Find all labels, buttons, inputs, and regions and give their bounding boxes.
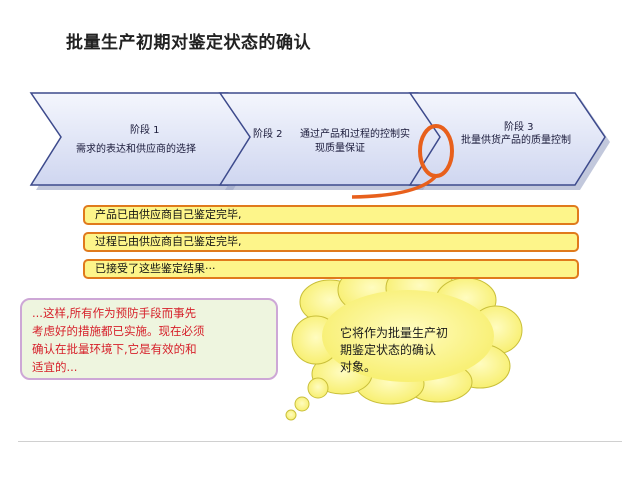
thought-bubble-dots	[285, 377, 329, 421]
note-line-3: 确认在批量环境下,它是有效的和	[32, 342, 197, 356]
page-title: 批量生产初期对鉴定状态的确认	[66, 33, 311, 53]
stage-2-description-line2: 现质量保证	[315, 143, 365, 154]
note-line-1: ...这样,所有作为预防手段而事先	[32, 306, 197, 320]
stage-1-label: 阶段 1	[130, 125, 160, 136]
highlight-marker	[351, 124, 454, 199]
cloud-line-3: 对象。	[340, 360, 377, 374]
stage-2-label: 阶段 2	[253, 129, 283, 140]
note-line-4: 适宜的...	[32, 360, 78, 374]
status-bar-product: 产品已由供应商自己鉴定完毕,	[83, 205, 579, 225]
cloud-text: 它将作为批量生产初 期鉴定状态的确认 对象。	[340, 325, 490, 376]
cloud-line-1: 它将作为批量生产初	[340, 326, 449, 340]
stage-2-chevron	[218, 92, 453, 190]
note-line-2: 考虑好的措施都已实施。现在必须	[32, 324, 205, 338]
note-box: ...这样,所有作为预防手段而事先 考虑好的措施都已实施。现在必须 确认在批量环…	[20, 298, 278, 380]
stage-2-description-line1: 通过产品和过程的控制实	[300, 129, 410, 140]
stage-3-chevron	[408, 92, 610, 190]
stage-3-description: 批量供货产品的质量控制	[461, 135, 571, 146]
footer-divider	[18, 441, 622, 442]
thought-cloud	[285, 263, 523, 421]
stage-3-label: 阶段 3	[504, 122, 534, 133]
cloud-line-2: 期鉴定状态的确认	[340, 343, 437, 357]
stage-1-description: 需求的表达和供应商的选择	[76, 144, 196, 155]
status-bar-process: 过程已由供应商自己鉴定完毕,	[83, 232, 579, 252]
status-bar-accepted: 已接受了这些鉴定结果···	[83, 259, 579, 279]
